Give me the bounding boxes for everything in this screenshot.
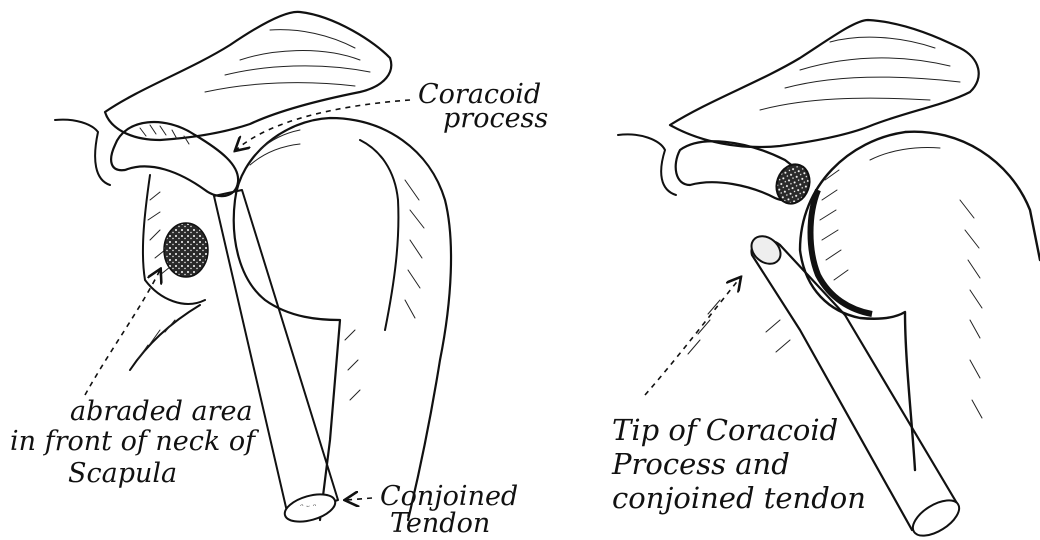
svg-text:ᵔ ᵕ ᵔ: ᵔ ᵕ ᵔ xyxy=(300,503,317,513)
left-greater-tubercle xyxy=(360,140,398,330)
right-coracoid-cut-surface xyxy=(771,160,815,209)
left-conjoined-pointer xyxy=(346,498,372,500)
label-abraded-3: Scapula xyxy=(68,458,177,489)
left-abraded-pointer xyxy=(85,270,160,395)
right-acromion-hatching xyxy=(760,37,960,110)
label-abraded-2: in front of neck of xyxy=(10,426,259,457)
left-humeral-head xyxy=(234,118,451,520)
label-tip-3: conjoined tendon xyxy=(612,481,866,515)
left-conjoined-tendon xyxy=(214,190,338,516)
label-tip-1: Tip of Coracoid xyxy=(612,413,838,447)
right-coracoid-tip xyxy=(746,231,786,270)
label-coracoid-2: process xyxy=(443,103,548,134)
label-conjoined-2: Tendon xyxy=(390,508,490,539)
left-acromion xyxy=(105,12,391,140)
right-acromion xyxy=(670,20,979,147)
right-tip-pointer xyxy=(645,278,740,395)
label-abraded-1: abraded area xyxy=(70,396,253,427)
right-scapula-outline xyxy=(618,134,676,195)
right-humerus-hatching xyxy=(688,148,982,419)
left-coracoid-pointer xyxy=(236,100,410,150)
label-tip-2: Process and xyxy=(611,447,790,481)
left-acromion-hatching xyxy=(205,30,370,92)
right-labels: Tip of Coracoid Process and conjoined te… xyxy=(611,413,866,515)
left-abraded-area xyxy=(164,223,208,277)
